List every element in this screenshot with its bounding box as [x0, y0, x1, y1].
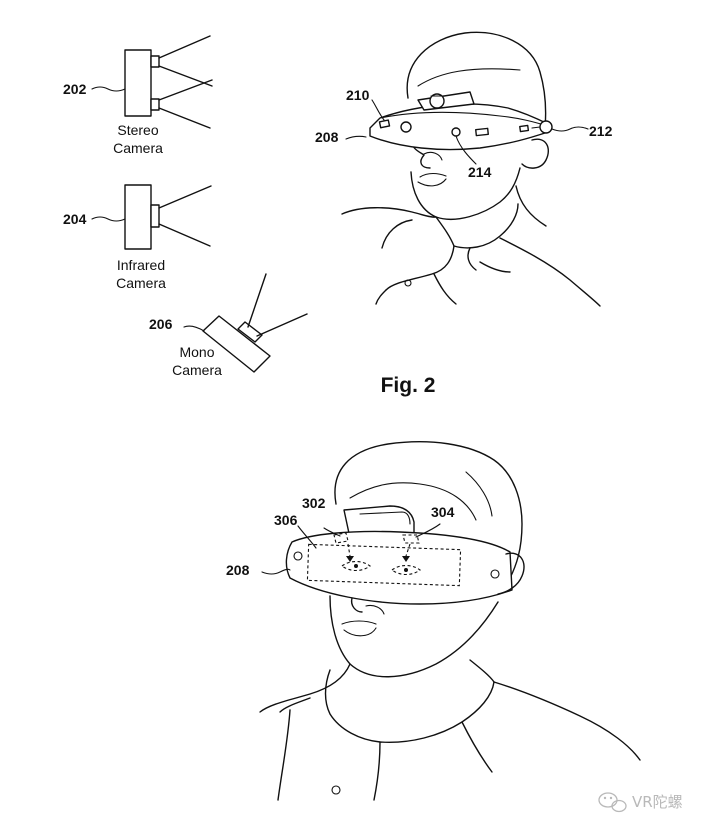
infrared-camera-label-line1: Infrared — [117, 257, 165, 273]
mono-camera-label-line2: Camera — [172, 362, 222, 378]
ref-210: 210 — [346, 87, 370, 103]
ref-214: 214 — [468, 164, 492, 180]
ref-306: 306 — [274, 512, 298, 528]
ref-204: 204 — [63, 211, 87, 227]
leader-304 — [415, 523, 441, 538]
ref-206: 206 — [149, 316, 173, 332]
ref-212: 212 — [589, 123, 613, 139]
leader-306 — [297, 525, 317, 549]
stereo-camera-label-line1: Stereo — [117, 122, 158, 138]
infrared-camera: 204 Infrared Camera — [63, 184, 212, 291]
top-head-illustration — [341, 31, 601, 307]
leader-302 — [323, 527, 341, 537]
stereo-camera: 202 Stereo Camera — [63, 35, 213, 156]
infrared-camera-label-line2: Camera — [116, 275, 166, 291]
leader-208-bottom — [261, 568, 291, 575]
watermark: VR陀螺 — [598, 792, 683, 813]
ref-304: 304 — [431, 504, 455, 520]
watermark-text: VR陀螺 — [632, 793, 683, 811]
mono-camera-label-line1: Mono — [179, 344, 214, 360]
ref-208-top: 208 — [315, 129, 339, 145]
wechat-icon — [598, 792, 627, 813]
ref-208-bottom: 208 — [226, 562, 250, 578]
mono-camera: 206 Mono Camera — [149, 273, 308, 378]
stereo-camera-label-line2: Camera — [113, 140, 163, 156]
ref-302: 302 — [302, 495, 326, 511]
figure-caption: Fig. 2 — [381, 374, 436, 397]
bottom-head-illustration — [259, 441, 641, 801]
ref-202: 202 — [63, 81, 87, 97]
